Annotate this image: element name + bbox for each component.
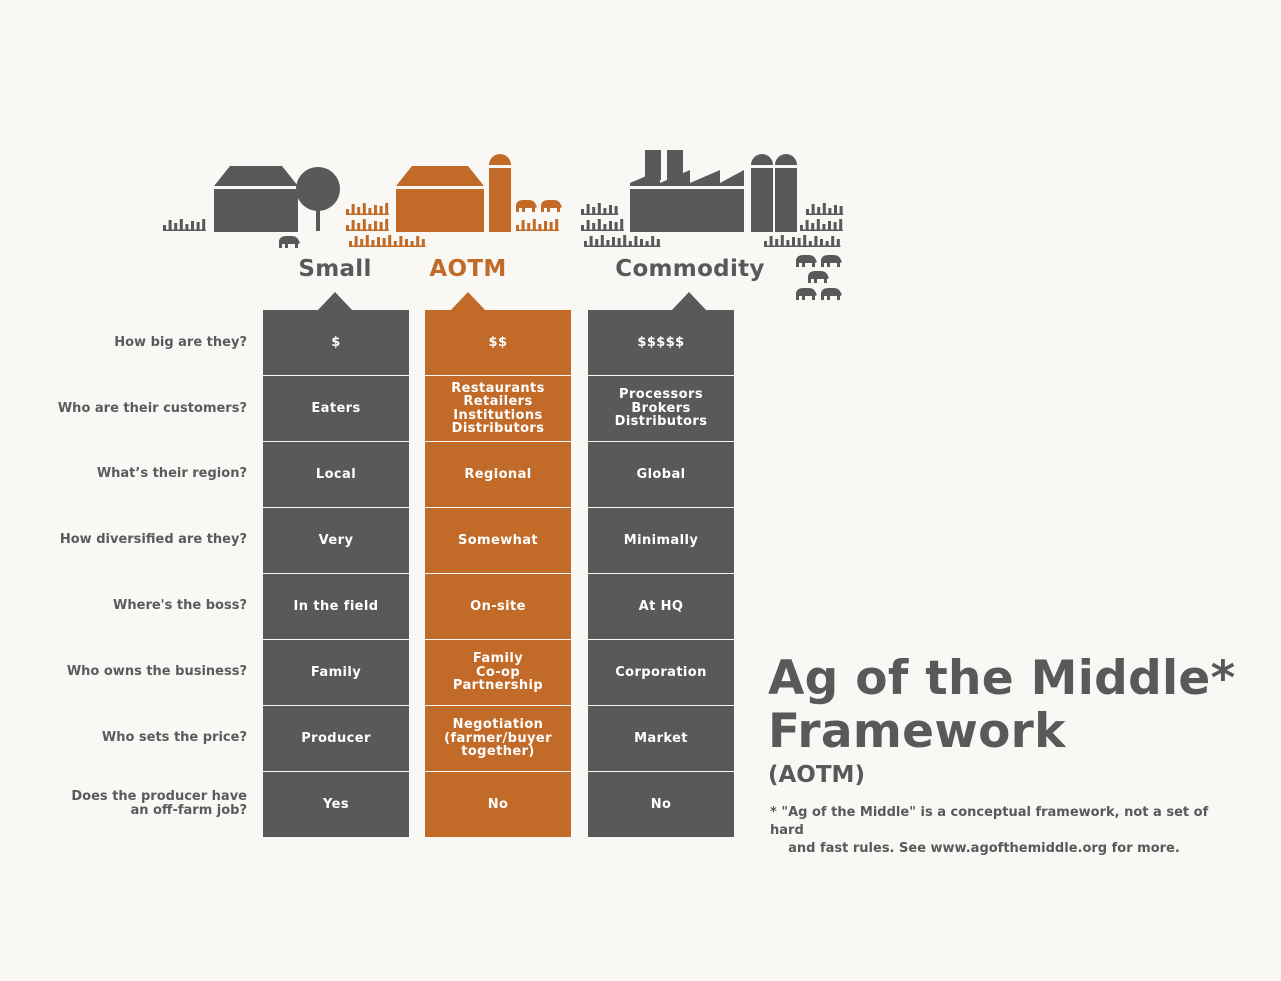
barn-icon: [396, 166, 484, 232]
row-label: How diversified are they?: [59, 532, 247, 547]
cell: $$$$$: [588, 310, 734, 375]
row-label: What’s their region?: [96, 466, 247, 481]
column-title-small: Small: [298, 256, 372, 282]
row-label: Where's the boss?: [113, 598, 247, 613]
column-commodity: $$$$$ Processors Brokers Distributors Gl…: [588, 310, 734, 838]
footnote: * "Ag of the Middle" is a conceptual fra…: [770, 805, 1209, 856]
crop-row-icon: [581, 203, 619, 215]
cell: Yes: [263, 772, 409, 837]
pig-icon: [796, 255, 817, 267]
row-label: Who owns the business?: [66, 664, 247, 679]
cell: Local: [263, 442, 409, 507]
cell: Family Co-op Partnership: [425, 640, 571, 705]
main-title-line1: Ag of the Middle*: [768, 651, 1236, 706]
pig-icon: [808, 271, 829, 283]
column-title-commodity: Commodity: [615, 256, 765, 282]
cell: Negotiation (farmer/buyer together): [425, 706, 571, 771]
cell: Regional: [425, 442, 571, 507]
crop-row-icon: [349, 235, 426, 247]
cell: Very: [263, 508, 409, 573]
cell: Minimally: [588, 508, 734, 573]
cell: No: [588, 772, 734, 837]
crop-row-icon: [163, 219, 206, 231]
cell: Market: [588, 706, 734, 771]
cell: Processors Brokers Distributors: [588, 376, 734, 441]
silo-icon: [775, 154, 797, 232]
cell: Global: [588, 442, 734, 507]
column-title-aotm: AOTM: [429, 256, 507, 282]
cell: Eaters: [263, 376, 409, 441]
crop-row-icon: [581, 219, 624, 231]
cell: $$: [425, 310, 571, 375]
row-label: How big are they?: [114, 335, 247, 350]
tree-icon: [296, 167, 340, 231]
pig-icon: [279, 236, 300, 248]
pointer-small: [317, 292, 353, 311]
row-label: Who are their customers?: [57, 401, 247, 416]
pig-icon: [516, 200, 537, 212]
factory-icon: [630, 150, 744, 232]
cell: Corporation: [588, 640, 734, 705]
crop-row-icon: [346, 203, 389, 215]
column-aotm: $$ Restaurants Retailers Institutions Di…: [425, 310, 571, 838]
crop-row-icon: [764, 235, 841, 247]
cell: $: [263, 310, 409, 375]
sub-title: (AOTM): [768, 762, 865, 788]
row-label: Does the producer have an off-farm job?: [71, 789, 247, 818]
cell: Restaurants Retailers Institutions Distr…: [425, 376, 571, 441]
pig-icon: [821, 255, 842, 267]
main-title: Ag of the Middle* Framework: [768, 652, 1235, 758]
pig-icon: [796, 288, 817, 300]
cell: At HQ: [588, 574, 734, 639]
row-label: Who sets the price?: [101, 730, 247, 745]
crop-row-icon: [346, 219, 389, 231]
crop-row-icon: [584, 235, 661, 247]
cell: Family: [263, 640, 409, 705]
cell: Producer: [263, 706, 409, 771]
cell: In the field: [263, 574, 409, 639]
cell: No: [425, 772, 571, 837]
pointer-aotm: [450, 292, 486, 311]
barn-icon: [214, 166, 298, 232]
pointer-commodity: [671, 292, 707, 311]
crop-row-icon: [806, 203, 844, 215]
silo-icon: [489, 154, 511, 232]
crop-row-icon: [800, 219, 843, 231]
farm-illustrations: [163, 150, 844, 300]
cell: Somewhat: [425, 508, 571, 573]
pig-icon: [821, 288, 842, 300]
cell: On-site: [425, 574, 571, 639]
column-small: $ Eaters Local Very In the field Family …: [263, 310, 409, 838]
pig-icon: [541, 200, 562, 212]
silo-icon: [751, 154, 773, 232]
main-title-line2: Framework: [768, 704, 1066, 759]
crop-row-icon: [516, 219, 559, 231]
